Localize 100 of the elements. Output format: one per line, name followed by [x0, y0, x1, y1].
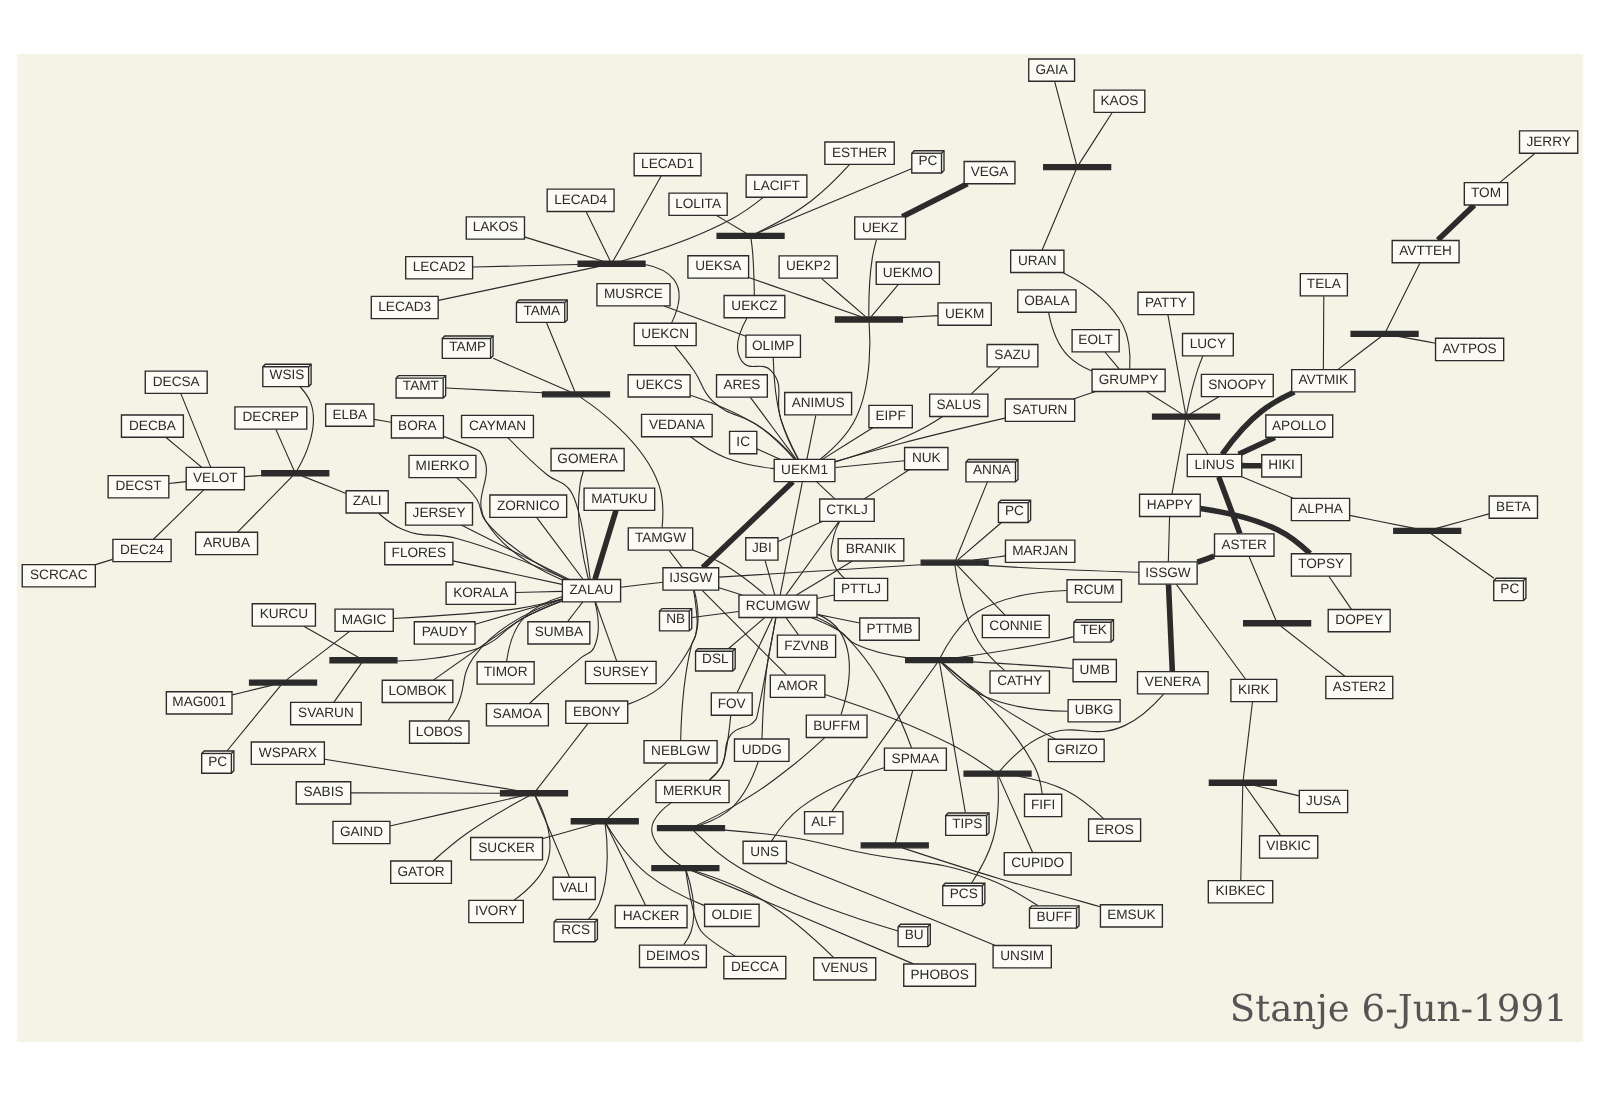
connector	[941, 662, 1056, 740]
connector	[806, 414, 817, 460]
connector	[1280, 625, 1346, 677]
connector	[1048, 312, 1093, 372]
connector	[902, 315, 939, 319]
connector	[94, 558, 114, 566]
connector	[834, 416, 943, 463]
connector	[785, 521, 840, 596]
connector	[506, 595, 563, 662]
connector	[612, 175, 662, 262]
connector	[226, 684, 282, 752]
connector	[324, 758, 519, 792]
connector	[777, 520, 823, 543]
connector	[437, 265, 600, 301]
node-bar	[248, 679, 318, 686]
connector	[941, 662, 1043, 795]
connector	[1242, 701, 1254, 781]
connector	[955, 481, 988, 561]
connector	[545, 321, 576, 393]
node-bar	[1151, 413, 1221, 420]
connector	[1430, 532, 1495, 579]
connector	[592, 509, 619, 581]
connector	[685, 870, 736, 957]
connector	[1062, 272, 1131, 370]
connector	[772, 357, 799, 460]
connector	[460, 524, 570, 581]
connector	[392, 598, 563, 620]
connector	[432, 795, 530, 862]
connector	[1248, 555, 1277, 622]
connector	[180, 393, 212, 468]
node-bar	[834, 316, 903, 323]
connector	[165, 436, 203, 468]
connector	[691, 870, 914, 965]
node-bar	[541, 391, 611, 398]
connector	[970, 366, 1001, 395]
connector	[285, 630, 351, 681]
connector	[231, 684, 273, 696]
connector	[831, 662, 938, 812]
connector	[1196, 553, 1216, 565]
connector	[1241, 476, 1294, 499]
connector	[1397, 335, 1436, 344]
connector	[452, 560, 563, 585]
connector	[674, 345, 796, 460]
node-bar	[577, 260, 646, 267]
connector	[816, 613, 850, 716]
connector	[605, 823, 705, 907]
connector	[749, 396, 797, 460]
connector	[594, 601, 618, 662]
connector	[689, 394, 796, 460]
connector	[296, 386, 314, 472]
connector	[445, 387, 543, 394]
connector	[1189, 396, 1220, 415]
connector	[736, 617, 773, 694]
connector	[1186, 355, 1204, 415]
connector	[816, 594, 835, 599]
connector	[1253, 784, 1300, 797]
node-bar	[1043, 163, 1112, 171]
connector	[761, 617, 777, 740]
connector	[786, 860, 996, 947]
node-bar	[656, 824, 726, 832]
connector	[1435, 203, 1477, 242]
connector	[863, 469, 910, 500]
connector	[1072, 391, 1096, 400]
connector	[810, 617, 907, 659]
connector	[998, 775, 1034, 853]
connector	[1165, 584, 1176, 672]
connector	[939, 662, 966, 814]
connector	[607, 762, 668, 819]
connector	[396, 600, 563, 662]
connector	[237, 475, 294, 533]
node-bar	[570, 818, 639, 825]
connector	[870, 283, 899, 318]
connector	[651, 802, 682, 867]
connector	[1349, 514, 1416, 529]
node-bar	[1208, 779, 1277, 786]
connector	[683, 870, 695, 946]
connector	[627, 589, 699, 705]
connector	[620, 581, 664, 588]
connector	[1041, 169, 1077, 251]
node-bar	[651, 865, 720, 872]
connector	[716, 215, 747, 234]
connector	[1385, 262, 1421, 332]
connector	[588, 823, 608, 920]
connector	[377, 512, 568, 581]
node-bar	[329, 657, 398, 664]
connector	[620, 196, 764, 262]
connector	[668, 549, 683, 568]
caption: Stanje 6-Jun-1991	[1229, 988, 1568, 1031]
connector	[1078, 112, 1113, 165]
connector	[689, 436, 775, 470]
connector	[152, 489, 205, 540]
connector	[1337, 336, 1382, 370]
node-bar	[716, 232, 785, 240]
connector	[1175, 583, 1247, 680]
connector	[1241, 462, 1262, 469]
connector	[1328, 575, 1353, 610]
connector	[1435, 513, 1490, 529]
connector	[816, 613, 861, 624]
connector	[954, 564, 1006, 672]
connector	[168, 481, 187, 485]
